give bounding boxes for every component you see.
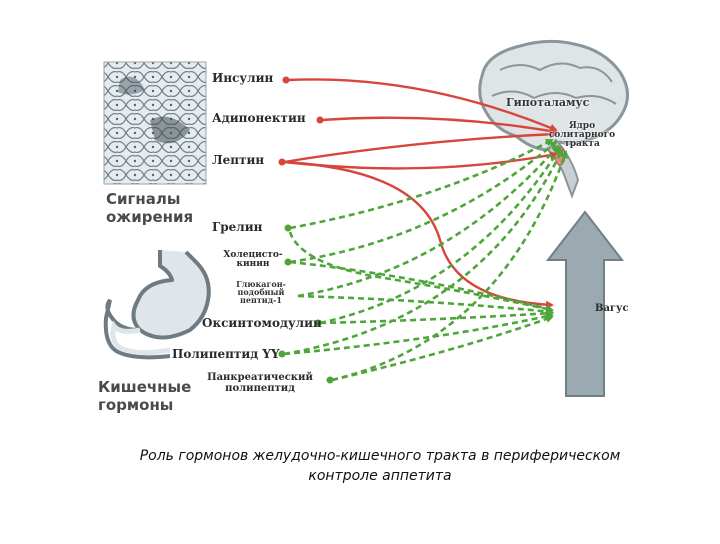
cholecystokinin-label: Холецисто- кинин: [222, 251, 284, 270]
oxyntomodulin-to-brain: [320, 148, 560, 323]
solitary-nucleus-label: Ядро солитарного тракта: [540, 122, 624, 149]
hypothalamus-label: Гипоталамус: [506, 96, 589, 109]
brain-illustration: [480, 41, 628, 196]
leptin-to-hypothalamus: [284, 134, 556, 162]
adipose-tissue-image: [104, 62, 206, 184]
pyy-label: Полипептид YY: [172, 348, 280, 360]
oxyntomodulin-label: Оксинтомодулин: [202, 317, 322, 329]
gut-hormone-pathways: [279, 140, 567, 384]
obesity-signals-heading: Сигналы ожирения: [106, 190, 193, 226]
vagus-label: Вагус: [595, 304, 629, 314]
insulin-label: Инсулин: [212, 72, 273, 84]
ghrelin-label: Грелин: [212, 221, 262, 233]
gut-hormones-heading: Кишечные гормоны: [98, 378, 191, 414]
pancreatic-polypeptide-label: Панкреатический полипептид: [198, 373, 322, 394]
adiponectin-label: Адипонектин: [212, 112, 306, 124]
ghrelin-to-brain: [290, 140, 552, 228]
glp1-label: Глюкагон- подобный пептид-1: [226, 280, 296, 304]
stomach-illustration: [106, 250, 209, 357]
figure-caption: Роль гормонов желудочно-кишечного тракта…: [60, 446, 700, 487]
leptin-label: Лептин: [212, 154, 264, 166]
